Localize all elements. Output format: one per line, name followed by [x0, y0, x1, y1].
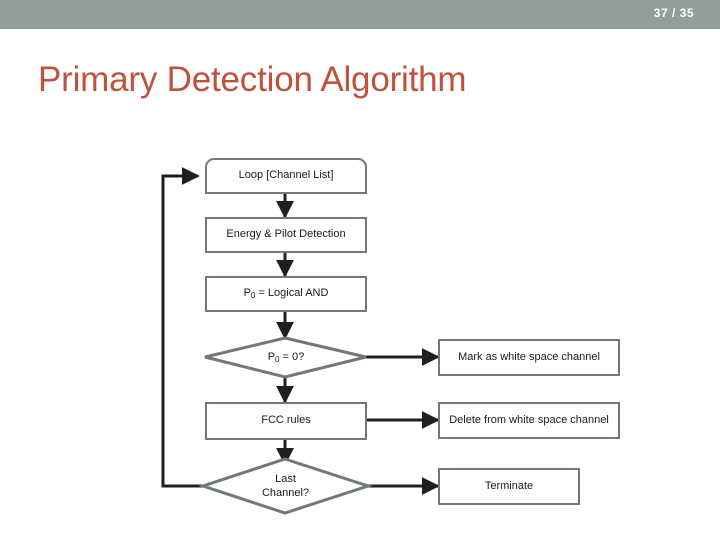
node-loop-label: Loop [Channel List]: [238, 169, 334, 182]
node-mark-white-space[interactable]: Mark as white space channel: [438, 339, 620, 376]
node-logical-and[interactable]: P0 = Logical AND: [205, 276, 367, 312]
diamond-last: [198, 457, 373, 515]
node-fcc-rules[interactable]: FCC rules: [205, 402, 367, 440]
node-fcc-rules-label: FCC rules: [261, 414, 311, 427]
header-bar: 37 / 35: [0, 0, 720, 29]
page-title: Primary Detection Algorithm: [38, 60, 467, 99]
node-last-channel[interactable]: Last Channel?: [203, 459, 368, 513]
diamond-iszero: [204, 336, 367, 379]
diamond-shapes: [198, 336, 373, 515]
node-delete-white-space[interactable]: Delete from white space channel: [438, 402, 620, 439]
node-delete-white-space-label: Delete from white space channel: [449, 413, 609, 426]
node-loop[interactable]: Loop [Channel List]: [205, 158, 367, 194]
node-energy-pilot-detection[interactable]: Energy & Pilot Detection: [205, 217, 367, 253]
node-terminate-label: Terminate: [484, 479, 534, 492]
node-logical-and-label: P0 = Logical AND: [243, 287, 329, 300]
edge-last-to-loop-feedback: [161, 167, 205, 488]
page-indicator: 37 / 35: [653, 6, 694, 20]
node-is-zero-label: P0 = 0?: [267, 350, 305, 364]
node-terminate[interactable]: Terminate: [438, 468, 580, 505]
node-is-zero[interactable]: P0 = 0?: [205, 338, 367, 377]
node-energy-pilot-detection-label: Energy & Pilot Detection: [226, 228, 346, 241]
node-mark-white-space-label: Mark as white space channel: [458, 350, 600, 363]
node-last-channel-label: Last Channel?: [261, 472, 310, 499]
